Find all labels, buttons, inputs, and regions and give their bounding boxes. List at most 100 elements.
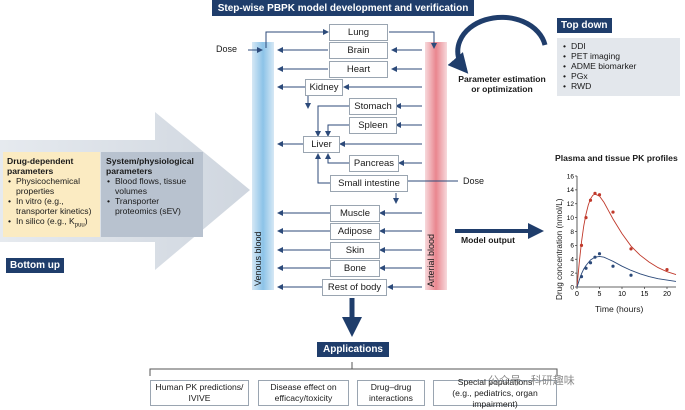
dose-label-right: Dose <box>463 176 485 186</box>
chart-ylabel: Drug concentration (nmol/L) <box>555 198 564 300</box>
app-line: Drug–drug <box>370 382 412 392</box>
venous-blood-label: Venous blood <box>253 231 263 286</box>
data-point <box>584 266 588 270</box>
organ-bone: Bone <box>330 260 380 277</box>
bottom-up-label: Bottom up <box>6 258 64 273</box>
system-physiological-list: Blood flows, tissue volumes Transporter … <box>106 176 198 216</box>
organ-flow-arrows <box>248 29 458 290</box>
dose-label-left: Dose <box>216 44 238 54</box>
data-point <box>665 268 669 272</box>
organ-lung: Lung <box>329 24 388 41</box>
organ-stomach: Stomach <box>349 98 397 115</box>
data-point <box>597 193 602 197</box>
x-tick-label: 20 <box>663 291 671 298</box>
series-fit-line <box>576 256 677 288</box>
organ-liver: Liver <box>303 136 340 153</box>
data-point <box>611 264 615 268</box>
x-tick-label: 0 <box>575 291 579 298</box>
data-point <box>597 252 602 256</box>
app-line: interactions <box>369 393 413 403</box>
model-output-label: Model output <box>461 235 515 245</box>
system-title-line: System/physiological <box>106 156 194 166</box>
y-tick-label: 16 <box>567 173 575 180</box>
app-line: Special populations <box>457 376 533 387</box>
watermark: 公众号 · 科研趣味 <box>488 375 575 387</box>
x-tick-label: 15 <box>641 291 649 298</box>
drug-dependent-title: Drug-dependent parameters <box>7 156 96 176</box>
y-tick-label: 8 <box>570 229 574 236</box>
organ-skin: Skin <box>330 242 380 259</box>
system-physiological-box: System/physiological parameters Blood fl… <box>101 152 203 237</box>
system-title-line: parameters <box>106 166 153 176</box>
top-down-item: ADME biomarker <box>563 61 675 71</box>
organ-brain: Brain <box>329 42 388 59</box>
top-down-item: PET imaging <box>563 51 675 61</box>
y-tick-label: 4 <box>570 257 574 264</box>
system-item: Blood flows, tissue volumes <box>107 176 198 196</box>
app-line: (e.g., pediatrics, organ impairment) <box>452 387 538 409</box>
arterial-blood-bar <box>425 42 447 290</box>
drug-dependent-item: In silico (e.g., Kpuu) <box>8 216 96 231</box>
page-title-text: Step-wise PBPK model development and ver… <box>217 2 469 14</box>
organ-adipose: Adipose <box>330 223 380 240</box>
drug-dependent-title-line: Drug-dependent <box>7 156 74 166</box>
y-tick-label: 0 <box>570 284 574 291</box>
app-line: efficacy/toxicity <box>274 393 333 403</box>
pk-chart: 0 5 10 15 20 0 2 4 6 8 10 12 14 16 <box>567 173 677 298</box>
data-point <box>588 198 593 202</box>
top-down-box: DDI PET imaging ADME biomarker PGx RWD <box>557 38 680 96</box>
parameter-estimation-label: Parameter estimation or optimization <box>457 74 547 94</box>
top-down-item: RWD <box>563 81 675 91</box>
drug-dependent-box: Drug-dependent parameters Physicochemica… <box>3 152 100 237</box>
organ-small-intestine: Small intestine <box>330 175 408 192</box>
app-line: IVIVE <box>188 393 211 403</box>
applications-bracket <box>149 362 558 376</box>
organ-heart: Heart <box>329 61 388 78</box>
data-point <box>579 274 584 279</box>
chart-title: Plasma and tissue PK profiles <box>555 153 678 163</box>
applications-label: Applications <box>317 342 389 357</box>
top-down-list: DDI PET imaging ADME biomarker PGx RWD <box>562 41 675 91</box>
app-special-populations: Special populations(e.g., pediatrics, or… <box>433 376 557 409</box>
y-tick-label: 12 <box>567 201 575 208</box>
organ-spleen: Spleen <box>349 117 397 134</box>
y-tick-label: 14 <box>567 187 575 194</box>
organ-kidney: Kidney <box>305 79 343 96</box>
organ-muscle: Muscle <box>330 205 380 222</box>
chart-xlabel: Time (hours) <box>595 304 644 314</box>
y-tick-label: 10 <box>567 215 575 222</box>
drug-dependent-item: In vitro (e.g., transporter kinetics) <box>8 196 96 216</box>
parameter-estimation-line: Parameter estimation <box>458 74 546 84</box>
kpuu-close: ) <box>84 216 88 226</box>
top-down-title: Top down <box>557 18 612 33</box>
data-point <box>584 216 588 220</box>
top-down-item: PGx <box>563 71 675 81</box>
app-line: Human PK predictions/ <box>155 382 244 392</box>
drug-dependent-list: Physicochemical properties In vitro (e.g… <box>7 176 96 231</box>
system-physiological-title: System/physiological parameters <box>106 156 198 176</box>
data-point <box>593 255 597 259</box>
system-item: Transporter proteomics (sEV) <box>107 196 198 216</box>
data-point <box>593 191 597 195</box>
parameter-estimation-line: or optimization <box>471 84 533 94</box>
app-line: Disease effect on <box>270 382 337 392</box>
kpuu-text: In silico (e.g., K <box>16 216 75 226</box>
top-down-item: DDI <box>563 41 675 51</box>
y-tick-label: 2 <box>570 270 574 277</box>
drug-dependent-title-line: parameters <box>7 166 54 176</box>
x-tick-label: 5 <box>598 291 602 298</box>
x-tick-label: 10 <box>618 291 626 298</box>
kpuu-subscript: puu <box>74 222 85 229</box>
organ-rest-of-body: Rest of body <box>322 279 387 296</box>
venous-blood-bar <box>252 42 274 290</box>
data-point <box>629 273 633 277</box>
data-point <box>629 247 633 251</box>
arterial-blood-label: Arterial blood <box>426 233 436 287</box>
data-point <box>611 210 615 214</box>
page-title: Step-wise PBPK model development and ver… <box>212 0 474 16</box>
app-human-pk: Human PK predictions/IVIVE <box>150 380 249 406</box>
series-fit-line <box>576 193 677 288</box>
y-tick-label: 6 <box>570 243 574 250</box>
